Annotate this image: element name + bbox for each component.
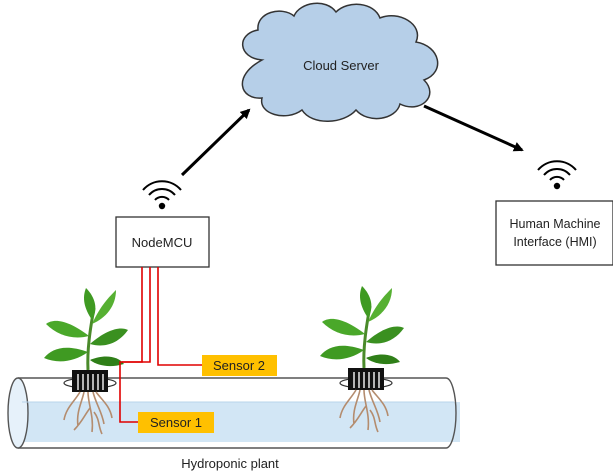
wifi-icon bbox=[537, 160, 577, 191]
sensor-1-label: Sensor 1 bbox=[150, 415, 202, 430]
net-pot-icon bbox=[71, 369, 109, 393]
cloud-server: Cloud Server bbox=[241, 2, 439, 122]
hmi-box: Human Machine Interface (HMI) bbox=[495, 200, 613, 266]
arrow-up-right-icon bbox=[180, 108, 251, 177]
hydroponic-plant-caption: Hydroponic plant bbox=[181, 456, 279, 471]
wifi-icon bbox=[142, 180, 182, 211]
cloud-shape bbox=[241, 2, 439, 122]
arrow-down-right-icon bbox=[423, 104, 524, 152]
sensor-2-badge: Sensor 2 bbox=[202, 355, 277, 376]
leaf-icon bbox=[42, 286, 130, 372]
sensor-1-badge: Sensor 1 bbox=[138, 412, 214, 433]
sensor-2-label: Sensor 2 bbox=[213, 358, 265, 373]
nodemcu-label: NodeMCU bbox=[132, 235, 193, 250]
net-pot-icon bbox=[347, 367, 385, 391]
cloud-server-label: Cloud Server bbox=[303, 58, 380, 73]
pipe-water bbox=[20, 402, 460, 442]
leaf-icon bbox=[318, 284, 406, 370]
sensor-wiring bbox=[119, 267, 202, 423]
hmi-label-line1: Human Machine bbox=[509, 217, 600, 231]
hmi-label-line2: Interface (HMI) bbox=[513, 235, 596, 249]
nodemcu-box: NodeMCU bbox=[115, 216, 210, 268]
